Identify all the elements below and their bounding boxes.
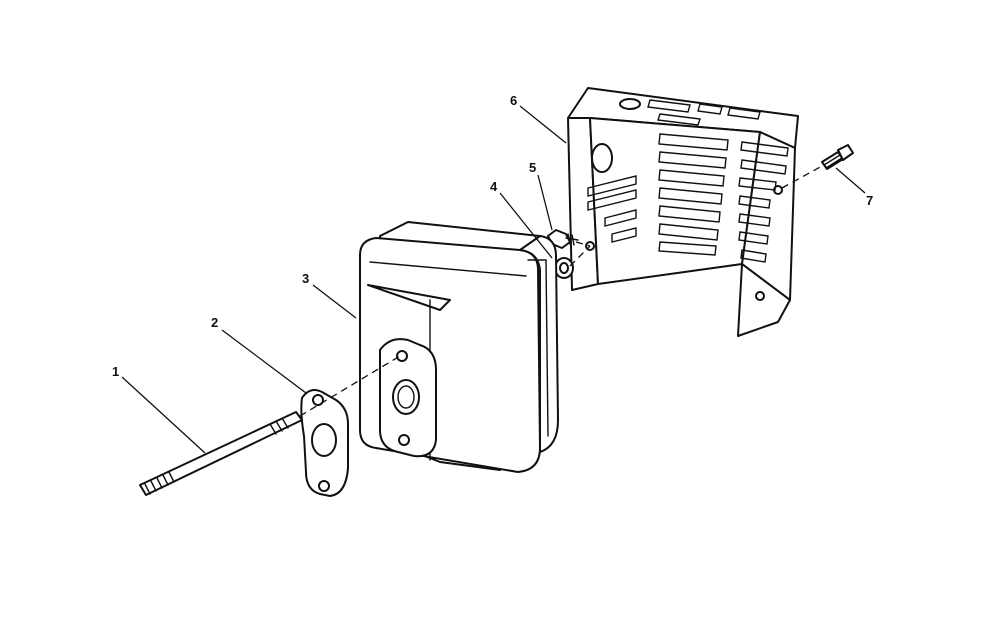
- callout-5: 5: [529, 160, 536, 175]
- assembly-lines: [299, 165, 823, 417]
- callout-6: 6: [510, 93, 517, 108]
- callout-4: 4: [490, 179, 498, 194]
- stud: [139, 411, 303, 496]
- gasket: [300, 389, 349, 497]
- back-wall-slots: [658, 133, 729, 256]
- callout-1: 1: [112, 364, 119, 379]
- washer-4: [554, 257, 574, 279]
- heat-shield: [567, 87, 799, 337]
- callout-3: 3: [302, 271, 309, 286]
- left-wall-slots: [587, 175, 637, 243]
- callout-2: 2: [211, 315, 218, 330]
- leader-lines: [121, 105, 866, 454]
- bolt-7: [821, 144, 854, 170]
- muffler: [359, 221, 559, 473]
- callout-7: 7: [866, 193, 873, 208]
